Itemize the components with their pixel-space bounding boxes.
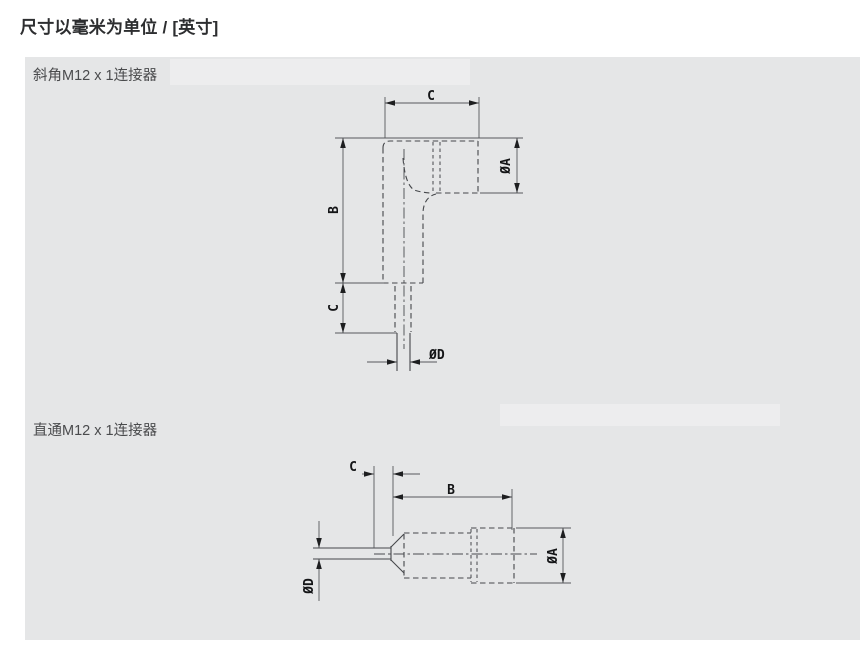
dim-label-phi-a: ØA: [546, 548, 561, 565]
dim-label-c: C: [349, 460, 357, 475]
dim-label-b: B: [327, 206, 342, 214]
part-outline: [313, 527, 515, 584]
section-title-straight: 直通M12 x 1连接器: [33, 423, 158, 439]
straight-connector-drawing: C B ØD ØA: [302, 460, 571, 601]
dimension-arrows: [340, 100, 520, 365]
dim-label-b: B: [447, 483, 455, 498]
dimension-lines: [335, 97, 523, 363]
right-angle-connector-drawing: C B C ØA ØD: [327, 89, 523, 371]
dim-label-c-top: C: [427, 89, 435, 104]
dimension-arrows: [316, 471, 566, 583]
page-title: 尺寸以毫米为单位 / [英寸]: [20, 18, 219, 37]
dim-label-phi-d: ØD: [428, 348, 445, 363]
dim-label-phi-a: ØA: [499, 158, 514, 175]
part-outline: [382, 140, 479, 371]
section-title-right-angle: 斜角M12 x 1连接器: [33, 68, 158, 84]
dim-label-phi-d: ØD: [302, 578, 317, 595]
dim-label-c-lower: C: [327, 304, 342, 312]
dimension-lines: [318, 466, 571, 601]
